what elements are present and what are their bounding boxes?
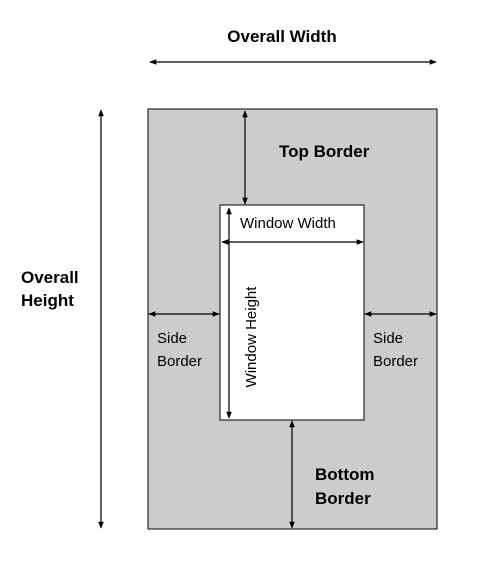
overall-width-label: Overall Width	[227, 27, 336, 46]
left-side-border-label-line1: Side	[157, 330, 187, 347]
inner-window	[219, 204, 365, 421]
window-height-label: Window Height	[243, 286, 260, 388]
right-side-border-label-line2: Border	[373, 353, 418, 370]
overall-height-label-line2: Height	[21, 291, 74, 310]
window-width-label: Window Width	[240, 215, 336, 232]
bottom-border-label-line1: Bottom	[315, 465, 374, 484]
overall-height-label-line1: Overall	[21, 268, 79, 287]
bottom-border-label-line2: Border	[315, 489, 371, 508]
left-side-border-label-line2: Border	[157, 353, 202, 370]
right-side-border-label-line1: Side	[373, 330, 403, 347]
top-border-label: Top Border	[279, 142, 370, 161]
